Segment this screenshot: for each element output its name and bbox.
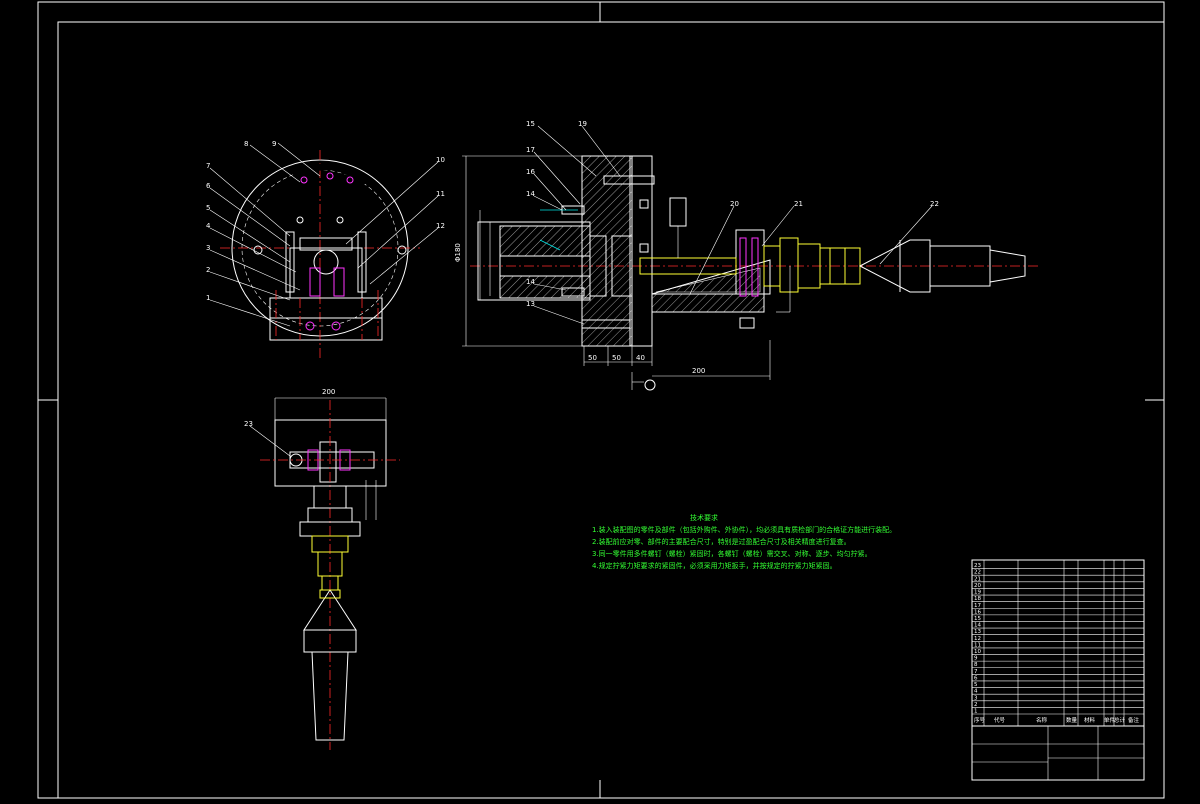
bom-row-index: 17 [974,603,981,609]
bom-row-index: 4 [974,689,978,695]
bom-row-index: 21 [974,576,981,582]
balloon-label: 16 [526,168,535,176]
bom-header-cell: 总计 [1114,716,1126,724]
bom-row-index: 19 [974,590,981,596]
bottom-view [249,397,400,750]
balloon-label: 13 [526,300,535,308]
balloon-label: 10 [436,156,445,164]
bom-header-cell: 名称 [1036,716,1048,724]
bom-row-index: 2 [974,702,978,708]
front-view-balloons: 9 8 7 6 5 4 3 2 1 10 11 12 [206,140,445,302]
balloon-label: 5 [206,204,210,212]
balloon-label: 23 [244,420,253,428]
balloon-label: 14 [526,278,535,286]
note-line: 1.装入装配图的零件及部件（包括外购件、外协件），均必须具有质检部门的合格证方能… [592,525,896,534]
bom-row-index: 1 [974,709,978,715]
dimension-label: 200 [692,367,705,375]
bom-header-cell: 数量 [1066,716,1078,724]
bom-row-index: 12 [974,636,981,642]
balloon-label: 9 [272,140,276,148]
bom-header-cell: 代号 [994,716,1006,724]
balloon-label: 17 [526,146,535,154]
dimension-label: 50 [612,354,621,362]
front-view [209,142,439,360]
balloon-label: 19 [578,120,587,128]
notes-title: 技术要求 [690,513,718,522]
balloon-label: 1 [206,294,210,302]
balloon-label: 4 [206,222,211,230]
dimension-label: 40 [636,354,645,362]
bom-row-index: 9 [974,656,978,662]
bom-row-index: 23 [974,563,981,569]
balloon-label: 15 [526,120,535,128]
balloon-label: 8 [244,140,248,148]
bom-row-index: 10 [974,649,981,655]
bom-row-index: 3 [974,695,978,701]
balloon-label: 11 [436,190,445,198]
bom-row-index: 15 [974,616,981,622]
bom-row-index: 22 [974,570,981,576]
bom-row-index: 14 [974,623,981,629]
balloon-label: 20 [730,200,739,208]
bom-row-index: 16 [974,609,981,615]
bom-row-index: 5 [974,682,978,688]
dimension-label: Φ180 [454,243,462,262]
dimension-label: 50 [588,354,597,362]
section-view-balloons: 15 19 17 16 14 14 13 20 21 22 200 50 50 … [454,120,939,375]
dimension-label: 200 [322,388,335,396]
balloon-label: 12 [436,222,445,230]
bom-row-index: 11 [974,642,981,648]
note-line: 3.同一零件用多件螺钉（螺栓）紧固时，各螺钉（螺栓）需交叉、对称、逐步、均匀拧紧… [592,549,872,558]
balloon-label: 2 [206,266,210,274]
bom-row-index: 20 [974,583,981,589]
bom-row-index: 18 [974,596,981,602]
balloon-label: 21 [794,200,803,208]
balloon-label: 3 [206,244,210,252]
bom-header-cell: 备注 [1128,716,1140,724]
note-line: 4.规定拧紧力矩要求的紧固件，必须采用力矩扳手，并按规定的拧紧力矩紧固。 [592,561,837,570]
bom-row-index: 6 [974,675,978,681]
bom-header-cell: 单件 [1104,716,1116,724]
section-view [462,125,1040,391]
bom-header-cell: 材料 [1084,716,1096,724]
balloon-label: 7 [206,162,210,170]
balloon-label: 22 [930,200,939,208]
technical-notes: 技术要求 1.装入装配图的零件及部件（包括外购件、外协件），均必须具有质检部门的… [592,513,896,570]
balloon-label: 14 [526,190,535,198]
sheet-frame [37,1,1165,799]
bom-row-index: 13 [974,629,981,635]
bom-row-index: 8 [974,662,978,668]
bom-row-index: 7 [974,669,978,675]
balloon-label: 6 [206,182,211,190]
bom-header-cell: 序号 [974,716,986,724]
note-line: 2.装配前应对零、部件的主要配合尺寸，特别是过盈配合尺寸及相关精度进行复查。 [592,537,851,546]
